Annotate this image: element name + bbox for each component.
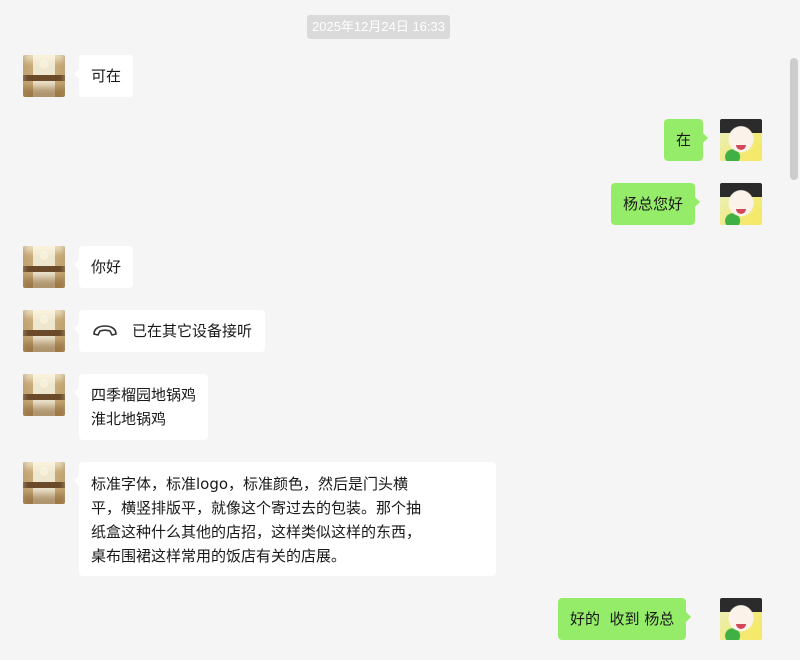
message-text: 四季榴园地锅鸡 淮北地锅鸡 xyxy=(91,386,197,428)
contact-avatar[interactable] xyxy=(23,310,65,352)
message-text: 杨总您好 xyxy=(623,195,684,213)
message-text: 在 xyxy=(676,131,692,149)
contact-avatar[interactable] xyxy=(23,462,65,504)
message-timestamp: 2025年12月24日 16:33 xyxy=(307,15,450,39)
scrollbar-thumb[interactable] xyxy=(790,58,798,180)
contact-avatar[interactable] xyxy=(23,374,65,416)
my-avatar[interactable] xyxy=(720,183,762,225)
message-bubble-incoming[interactable]: 你好 xyxy=(73,246,134,288)
message-bubble-outgoing[interactable]: 在 xyxy=(664,119,709,161)
message-bubble-incoming[interactable]: 可在 xyxy=(73,55,134,97)
my-avatar[interactable] xyxy=(720,119,762,161)
contact-avatar[interactable] xyxy=(23,246,65,288)
message-bubble-incoming[interactable]: 标准字体，标准logo，标准颜色，然后是门头横 平，横竖排版平，就像这个寄过去的… xyxy=(74,462,496,576)
message-text: 标准字体，标准logo，标准颜色，然后是门头横 平，横竖排版平，就像这个寄过去的… xyxy=(91,475,422,565)
message-text: 你好 xyxy=(91,258,122,276)
message-bubble-outgoing[interactable]: 杨总您好 xyxy=(611,183,701,225)
phone-hangup-icon xyxy=(92,311,118,353)
message-bubble-outgoing[interactable]: 好的 收到 杨总 xyxy=(558,598,692,640)
call-record-bubble[interactable]: 已在其它设备接听 xyxy=(73,310,266,353)
my-avatar[interactable] xyxy=(720,598,762,640)
message-text: 可在 xyxy=(91,67,122,85)
contact-avatar[interactable] xyxy=(23,55,65,97)
call-status-text: 已在其它设备接听 xyxy=(132,322,253,340)
message-bubble-incoming[interactable]: 四季榴园地锅鸡 淮北地锅鸡 xyxy=(73,374,209,440)
message-text: 好的 收到 杨总 xyxy=(570,610,675,628)
